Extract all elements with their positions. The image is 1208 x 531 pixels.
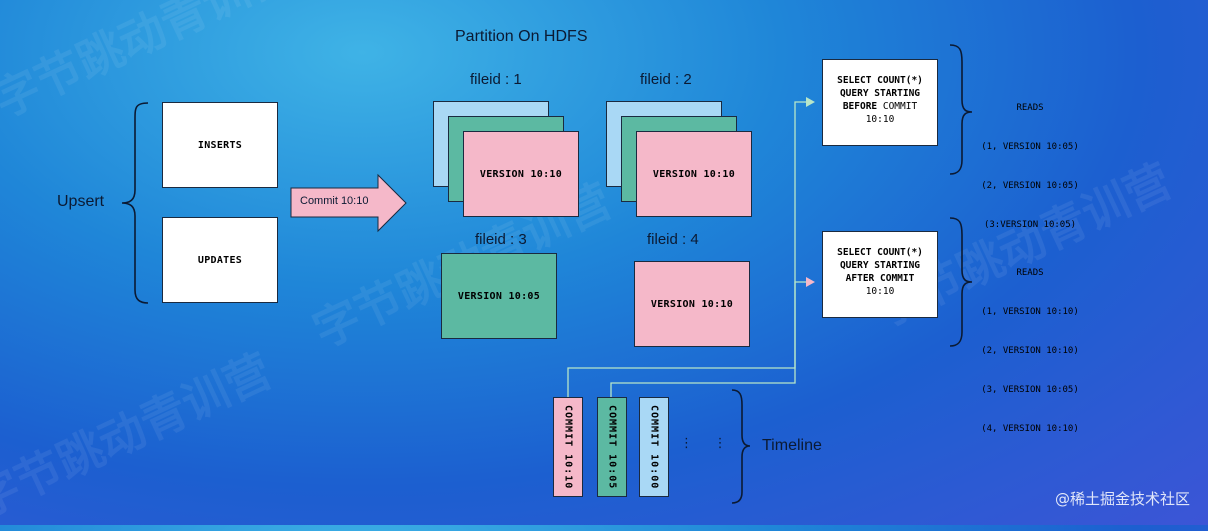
timeline-ellipsis: ⋮ ⋮ <box>680 436 727 451</box>
file-4-version: VERSION 10:10 <box>634 261 750 347</box>
query-after-line1: SELECT COUNT(*) <box>837 247 923 258</box>
reads-after-line: (2, VERSION 10:10) <box>981 346 1079 356</box>
query-before-box: SELECT COUNT(*) QUERY STARTING BEFORE CO… <box>822 59 938 146</box>
query-after-line4: 10:10 <box>865 286 895 297</box>
reads-after-brace <box>949 217 973 347</box>
query-before-emph: BEFORE <box>842 101 878 112</box>
query-before-line1: SELECT COUNT(*) <box>837 75 923 86</box>
reads-before: READS (1, VERSION 10:05) (2, VERSION 10:… <box>975 76 1085 245</box>
query-after-rest: COMMIT <box>874 273 915 284</box>
query-after-box: SELECT COUNT(*) QUERY STARTING AFTER COM… <box>822 231 938 318</box>
connector-before <box>610 101 812 397</box>
commit-arrow-shape <box>290 173 407 233</box>
fileid-2-label: fileid : 2 <box>640 71 692 88</box>
commit-arrow-label: Commit 10:10 <box>300 195 369 207</box>
updates-box: UPDATES <box>162 217 278 303</box>
connector-after-arrowhead <box>806 277 815 287</box>
query-before-line2: QUERY STARTING <box>839 88 921 99</box>
timeline-label: Timeline <box>762 437 822 454</box>
inserts-box: INSERTS <box>162 102 278 188</box>
reads-after-line: (4, VERSION 10:10) <box>981 424 1079 434</box>
fileid-1-label: fileid : 1 <box>470 71 522 88</box>
reads-after: READS (1, VERSION 10:10) (2, VERSION 10:… <box>975 241 1085 449</box>
query-after-emph: AFTER <box>845 273 875 284</box>
query-before-rest: COMMIT <box>877 101 918 112</box>
reads-before-line: (1, VERSION 10:05) <box>981 142 1079 152</box>
reads-after-line: (3, VERSION 10:05) <box>981 385 1079 395</box>
file-1-version: VERSION 10:10 <box>463 131 579 217</box>
reads-before-brace <box>949 44 973 175</box>
connector-before-arrowhead <box>806 97 815 107</box>
commit-1005: COMMIT 10:05 <box>597 397 627 497</box>
query-after-line3: AFTER COMMIT <box>823 272 937 285</box>
file-3-version: VERSION 10:05 <box>441 253 557 339</box>
timeline-brace <box>731 389 751 504</box>
site-credit: @稀土掘金技术社区 <box>1054 490 1190 508</box>
reads-after-line: (1, VERSION 10:10) <box>981 307 1079 317</box>
fileid-4-label: fileid : 4 <box>647 231 699 248</box>
query-after-line2: QUERY STARTING <box>839 260 921 271</box>
upsert-brace <box>121 102 149 304</box>
reads-before-line: (2, VERSION 10:05) <box>981 181 1079 191</box>
page-title: Partition On HDFS <box>455 28 588 45</box>
commit-1000: COMMIT 10:00 <box>639 397 669 497</box>
query-before-line3: BEFORE COMMIT <box>823 100 937 113</box>
query-before-line4: 10:10 <box>865 114 895 125</box>
reads-after-title: READS <box>1016 268 1044 278</box>
commit-1010: COMMIT 10:10 <box>553 397 583 497</box>
upsert-label: Upsert <box>57 193 105 210</box>
reads-before-title: READS <box>1016 103 1044 113</box>
file-2-version: VERSION 10:10 <box>636 131 752 217</box>
reads-before-line: (3:VERSION 10:05) <box>983 220 1077 230</box>
fileid-3-label: fileid : 3 <box>475 231 527 248</box>
